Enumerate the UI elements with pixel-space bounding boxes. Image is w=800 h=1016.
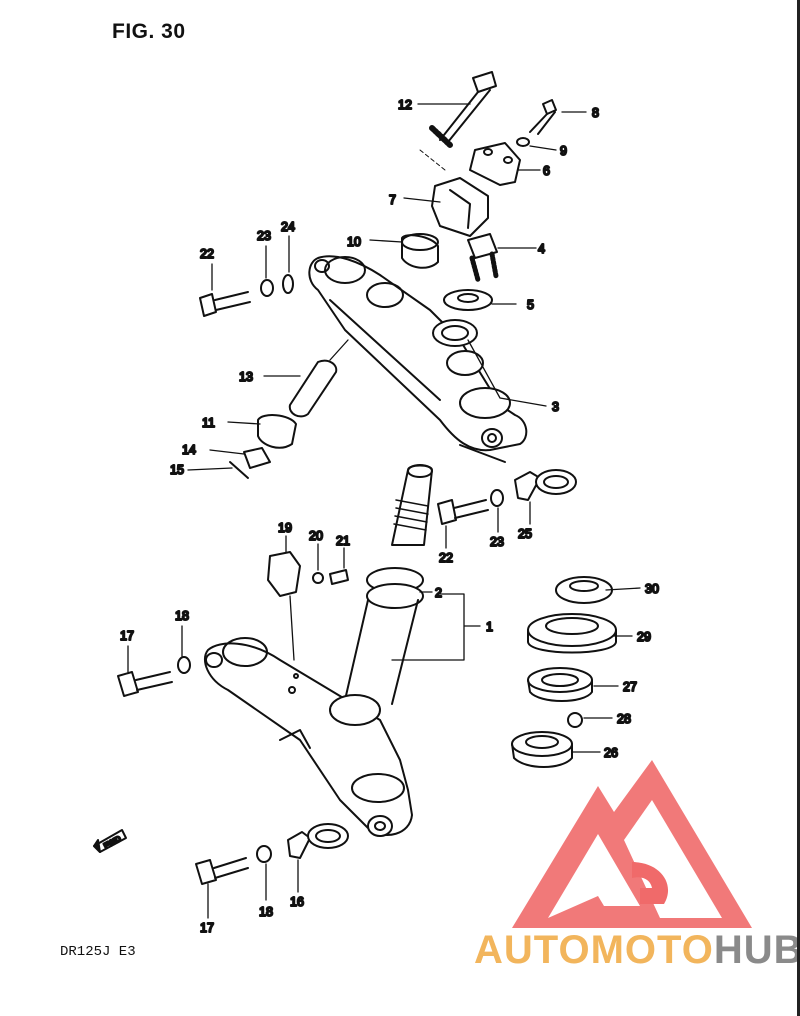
callout-17-upper: 17 bbox=[120, 629, 134, 643]
forward-arrow-icon bbox=[93, 829, 127, 853]
callout-30: 30 bbox=[645, 582, 659, 596]
watermark-part1: AUTOMOTO bbox=[474, 928, 714, 972]
bearing-race-27 bbox=[527, 667, 593, 702]
screw-21 bbox=[329, 569, 349, 585]
callout-25: 25 bbox=[518, 527, 532, 541]
washer-20 bbox=[312, 572, 324, 584]
callout-22-upper: 22 bbox=[200, 247, 214, 261]
washer-23-upper bbox=[260, 279, 274, 297]
callout-18-lower: 18 bbox=[259, 905, 273, 919]
model-code: DR125J E3 bbox=[60, 944, 136, 960]
steering-stem bbox=[344, 464, 433, 705]
callout-13: 13 bbox=[239, 370, 253, 384]
washer-23-middle bbox=[490, 489, 504, 507]
bearing-race-26 bbox=[511, 731, 573, 768]
callout-9: 9 bbox=[560, 144, 567, 158]
bolt-17-upper bbox=[117, 671, 139, 697]
callout-23-upper: 23 bbox=[257, 229, 271, 243]
bolt-17-lower bbox=[195, 859, 217, 885]
callout-21: 21 bbox=[336, 534, 350, 548]
callout-29: 29 bbox=[637, 630, 651, 644]
leader-lines bbox=[127, 103, 641, 919]
callout-11: 11 bbox=[202, 416, 215, 430]
callout-4: 4 bbox=[538, 242, 545, 256]
cushion bbox=[401, 234, 439, 269]
callout-6: 6 bbox=[543, 164, 550, 178]
lower-bracket bbox=[203, 637, 413, 837]
callout-12: 12 bbox=[398, 98, 412, 112]
callout-1: 1 bbox=[486, 620, 493, 634]
washer-18-upper bbox=[177, 656, 191, 674]
cushion-11 bbox=[257, 414, 297, 449]
figure-title: FIG. 30 bbox=[112, 20, 186, 43]
washer-5 bbox=[443, 289, 493, 311]
callout-22-middle: 22 bbox=[439, 551, 453, 565]
small-bolt bbox=[529, 99, 557, 135]
bracket-19 bbox=[267, 551, 301, 597]
clamp-25 bbox=[514, 469, 577, 501]
watermark-part2: HUB bbox=[713, 928, 800, 972]
upper-bracket bbox=[308, 255, 528, 463]
callout-14: 14 bbox=[182, 443, 196, 457]
handlebar-holder-upper bbox=[469, 142, 521, 186]
callout-17-lower: 17 bbox=[200, 921, 214, 935]
callout-26: 26 bbox=[604, 746, 618, 760]
bolt-22-upper bbox=[199, 293, 217, 317]
washer-9 bbox=[516, 137, 530, 147]
callout-27: 27 bbox=[623, 680, 637, 694]
callout-16: 16 bbox=[290, 895, 304, 909]
cotter-pin bbox=[229, 461, 249, 479]
callout-8: 8 bbox=[592, 106, 599, 120]
callout-19: 19 bbox=[278, 521, 292, 535]
callout-10: 10 bbox=[347, 235, 361, 249]
scan-border bbox=[797, 0, 800, 1016]
callout-24: 24 bbox=[281, 220, 295, 234]
automotohub-logo bbox=[512, 760, 752, 928]
callout-20: 20 bbox=[309, 529, 323, 543]
long-bolt bbox=[419, 71, 497, 171]
bolt-22-middle bbox=[437, 499, 457, 525]
bolt-4 bbox=[467, 233, 498, 259]
callout-3: 3 bbox=[552, 400, 559, 414]
callout-28: 28 bbox=[617, 712, 631, 726]
callout-23-middle: 23 bbox=[490, 535, 504, 549]
callout-7: 7 bbox=[389, 193, 396, 207]
callout-15: 15 bbox=[170, 463, 184, 477]
steering-nut-30 bbox=[555, 576, 613, 604]
clamp-16 bbox=[287, 823, 349, 859]
nut-14 bbox=[243, 447, 271, 469]
callout-18-upper: 18 bbox=[175, 609, 189, 623]
tube-13 bbox=[288, 359, 338, 418]
handlebar-holder-lower bbox=[431, 177, 489, 237]
callout-5: 5 bbox=[527, 298, 534, 312]
washer-24 bbox=[282, 274, 294, 294]
ball-28 bbox=[567, 712, 583, 728]
watermark-text: AUTOMOTOHUB bbox=[474, 928, 800, 973]
dust-seal-29 bbox=[527, 613, 617, 654]
washer-18-lower bbox=[256, 845, 272, 863]
callout-2: 2 bbox=[435, 586, 442, 600]
